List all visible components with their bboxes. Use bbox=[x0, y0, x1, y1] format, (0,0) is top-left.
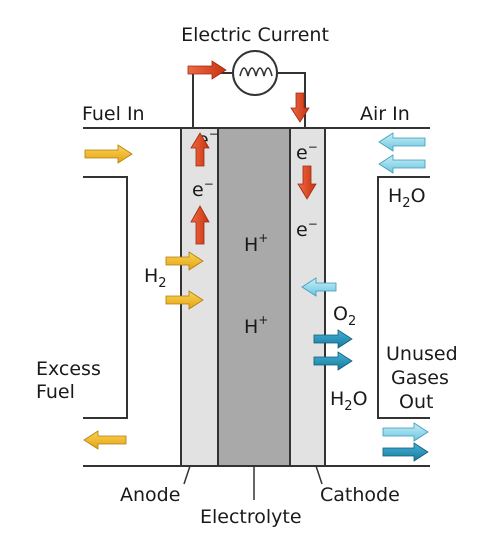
oxygen-arrow bbox=[301, 277, 337, 297]
unused-gases-label-2: Gases bbox=[391, 367, 449, 389]
fuel-in-label: Fuel In bbox=[82, 103, 145, 125]
water-arrow-2 bbox=[313, 351, 353, 371]
anode-label: Anode bbox=[120, 484, 180, 506]
fuel-duct-left bbox=[83, 176, 128, 419]
proton-label-1: H+ bbox=[244, 231, 268, 256]
excess-fuel-arrow bbox=[83, 430, 127, 450]
electron-label-cathode-top: e− bbox=[296, 140, 318, 164]
air-in-label: Air In bbox=[360, 103, 410, 125]
excess-fuel-label-2: Fuel bbox=[36, 381, 75, 403]
electrolyte-label: Electrolyte bbox=[200, 506, 302, 528]
hydrogen-label: H2 bbox=[144, 265, 167, 291]
electron-arrow-top bbox=[187, 60, 227, 80]
anode-tick bbox=[183, 465, 191, 485]
electron-arrow-anode-2 bbox=[190, 205, 210, 245]
unused-gases-label-1: Unused bbox=[386, 343, 458, 365]
electron-label-anode-mid: e− bbox=[192, 177, 214, 201]
air-in-arrow-2 bbox=[378, 154, 426, 174]
electrolyte-layer bbox=[217, 127, 291, 467]
water-arrow-1 bbox=[313, 329, 353, 349]
electron-arrow-cathode-2 bbox=[297, 165, 317, 200]
unused-gas-arrow-1 bbox=[382, 422, 429, 442]
hydrogen-arrow-2 bbox=[165, 290, 204, 310]
air-in-arrow-1 bbox=[378, 132, 426, 152]
fuel-in-arrow bbox=[84, 144, 133, 164]
water-label-cathode: H2O bbox=[330, 388, 368, 414]
hydrogen-arrow-1 bbox=[165, 251, 204, 271]
cathode-label: Cathode bbox=[320, 484, 400, 506]
electron-arrow-cathode-1 bbox=[290, 92, 310, 123]
excess-fuel-label-1: Excess bbox=[36, 358, 101, 380]
cathode-tick bbox=[315, 465, 323, 485]
diagram-title: Electric Current bbox=[181, 24, 329, 46]
resistor-coil-icon bbox=[232, 50, 278, 96]
proton-label-2: H+ bbox=[244, 313, 268, 338]
air-duct-right bbox=[377, 176, 430, 419]
water-label-air-side: H2O bbox=[388, 185, 426, 211]
unused-gas-arrow-2 bbox=[382, 442, 429, 462]
oxygen-label: O2 bbox=[333, 303, 356, 329]
unused-gases-label-3: Out bbox=[399, 391, 433, 413]
electron-label-cathode-mid: e− bbox=[296, 217, 318, 241]
electron-arrow-anode-1 bbox=[190, 132, 210, 167]
